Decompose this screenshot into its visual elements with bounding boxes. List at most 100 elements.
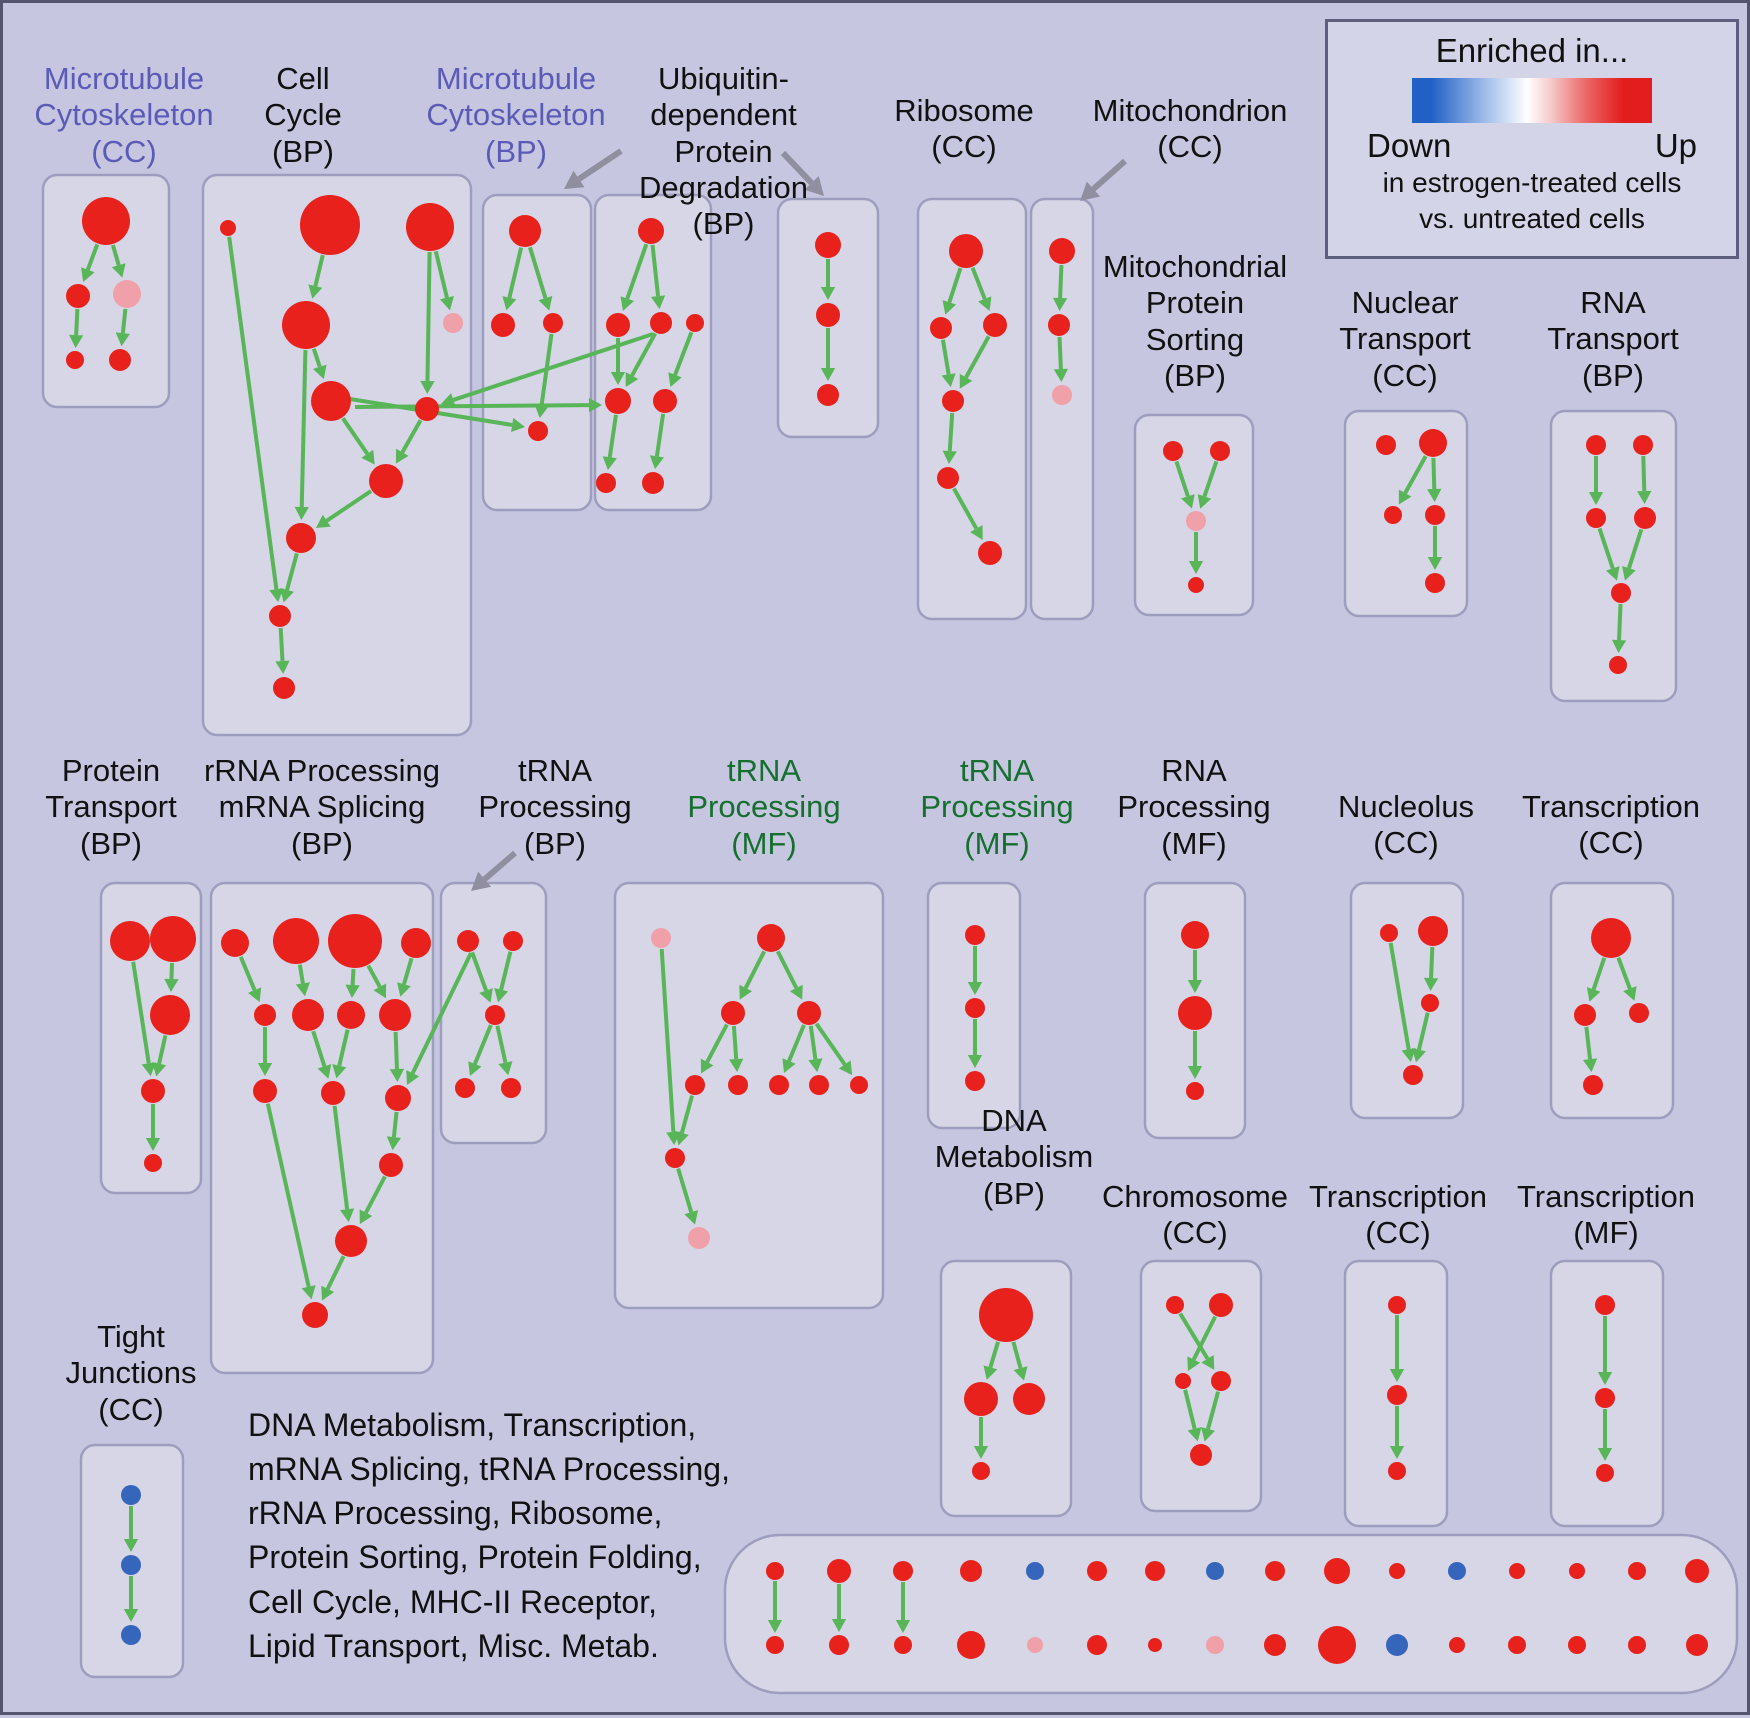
gene-node-red xyxy=(501,1078,521,1098)
edge xyxy=(814,1022,847,1066)
gene-node-red xyxy=(292,999,324,1031)
group-label-nuclear-transport: Nuclear Transport (CC) xyxy=(1339,285,1471,393)
edge-head xyxy=(386,1136,402,1151)
edge-head xyxy=(700,1058,714,1074)
edge-head xyxy=(248,987,262,1003)
gene-node-red xyxy=(1376,435,1396,455)
gene-node-red xyxy=(965,998,985,1018)
gene-node-red xyxy=(1188,577,1204,593)
gene-node-red xyxy=(1175,1373,1191,1389)
edge xyxy=(607,414,618,458)
gene-node-red xyxy=(1628,1636,1646,1654)
edge-head xyxy=(983,1365,998,1380)
edge xyxy=(1431,457,1437,490)
edge-head xyxy=(152,1062,167,1077)
gene-node-pink xyxy=(1206,1636,1224,1654)
gene-node-red xyxy=(728,1075,748,1095)
edge-head xyxy=(1181,494,1195,509)
gene-node-pink xyxy=(1052,385,1072,405)
gene-node-red xyxy=(1324,1558,1350,1584)
gene-node-red xyxy=(964,1382,998,1416)
gene-node-red xyxy=(1586,508,1606,528)
gene-node-red xyxy=(606,313,630,337)
gene-node-red xyxy=(978,541,1002,565)
group-label-rrna-mrna-processing: rRNA Processing mRNA Splicing (BP) xyxy=(203,753,441,861)
group-label-protein-transport: Protein Transport (BP) xyxy=(45,753,177,861)
gene-node-red xyxy=(150,995,190,1035)
edge-head xyxy=(1597,1448,1613,1461)
edge xyxy=(297,964,305,984)
edge-head xyxy=(838,1060,853,1076)
group-box-microtubule-cytoskeleton-cc xyxy=(41,173,171,409)
gene-node-red xyxy=(815,232,841,258)
gene-node-red xyxy=(254,1004,276,1026)
group-label-transcription-mf: Transcription (MF) xyxy=(1516,1179,1696,1251)
group-label-transcription-cc-1: Transcription (CC) xyxy=(1521,789,1701,861)
gene-node-red xyxy=(605,388,631,414)
edge xyxy=(743,950,767,989)
edge-head xyxy=(395,448,409,464)
edge-head xyxy=(502,296,517,311)
gene-node-red xyxy=(893,1561,913,1581)
group-box-mitochondrion-cc xyxy=(1029,197,1095,621)
edge xyxy=(402,957,414,985)
gene-node-red xyxy=(269,605,291,627)
edge-head xyxy=(1637,490,1652,505)
edge-head xyxy=(650,295,666,310)
edge-head xyxy=(1053,368,1069,383)
edge xyxy=(313,254,325,287)
edge xyxy=(1591,957,1607,991)
edge-head xyxy=(808,1058,823,1073)
edge xyxy=(1058,264,1064,299)
edge xyxy=(952,487,979,530)
group-label-transcription-cc-2: Transcription (CC) xyxy=(1308,1179,1488,1251)
gene-node-red xyxy=(1629,1003,1649,1023)
gene-node-red xyxy=(797,1001,821,1025)
gene-node-pink xyxy=(113,280,141,308)
edge-head xyxy=(1187,1356,1201,1372)
edge xyxy=(341,417,369,455)
gene-node-red xyxy=(1387,1385,1407,1405)
edge xyxy=(74,308,80,336)
gene-node-red xyxy=(286,523,316,553)
gene-node-blue xyxy=(121,1485,141,1505)
edge-head xyxy=(534,404,549,419)
gene-node-red xyxy=(1087,1635,1107,1655)
group-label-trna-processing-mf-2: tRNA Processing (MF) xyxy=(920,753,1074,861)
gene-node-red xyxy=(1388,1296,1406,1314)
edge xyxy=(120,308,128,334)
edge xyxy=(110,244,121,266)
gene-node-red xyxy=(965,1071,985,1091)
legend-title: Enriched in... xyxy=(1435,32,1629,69)
edge xyxy=(1616,956,1632,990)
legend-gradient xyxy=(1412,78,1652,123)
edge-head xyxy=(1623,986,1637,1001)
gene-node-red xyxy=(528,421,548,441)
edge xyxy=(787,1024,806,1062)
edge xyxy=(238,956,257,991)
edge-head xyxy=(942,450,957,465)
edge-head xyxy=(820,368,836,381)
gene-node-red xyxy=(1163,441,1183,461)
gene-node-red xyxy=(1403,1065,1423,1085)
edge-head xyxy=(1622,566,1636,581)
edge-head xyxy=(494,988,509,1003)
edge-head xyxy=(620,296,635,311)
edge xyxy=(325,489,373,523)
edge-head xyxy=(610,372,626,385)
gene-node-red xyxy=(894,1636,912,1654)
gene-node-red xyxy=(1633,435,1653,455)
legend-down-label: Down xyxy=(1367,127,1452,164)
edge-head xyxy=(978,296,992,312)
gene-node-red xyxy=(379,1153,403,1177)
gene-node-red xyxy=(816,303,840,327)
edge xyxy=(1429,946,1435,979)
gene-node-red xyxy=(300,195,360,255)
edge xyxy=(311,1030,327,1067)
group-label-trna-processing-mf-1: tRNA Processing (MF) xyxy=(687,753,841,861)
edge-head xyxy=(145,1138,161,1151)
gene-node-red xyxy=(1609,656,1627,674)
edge-head xyxy=(1201,1427,1215,1442)
edge-head xyxy=(1052,297,1068,312)
